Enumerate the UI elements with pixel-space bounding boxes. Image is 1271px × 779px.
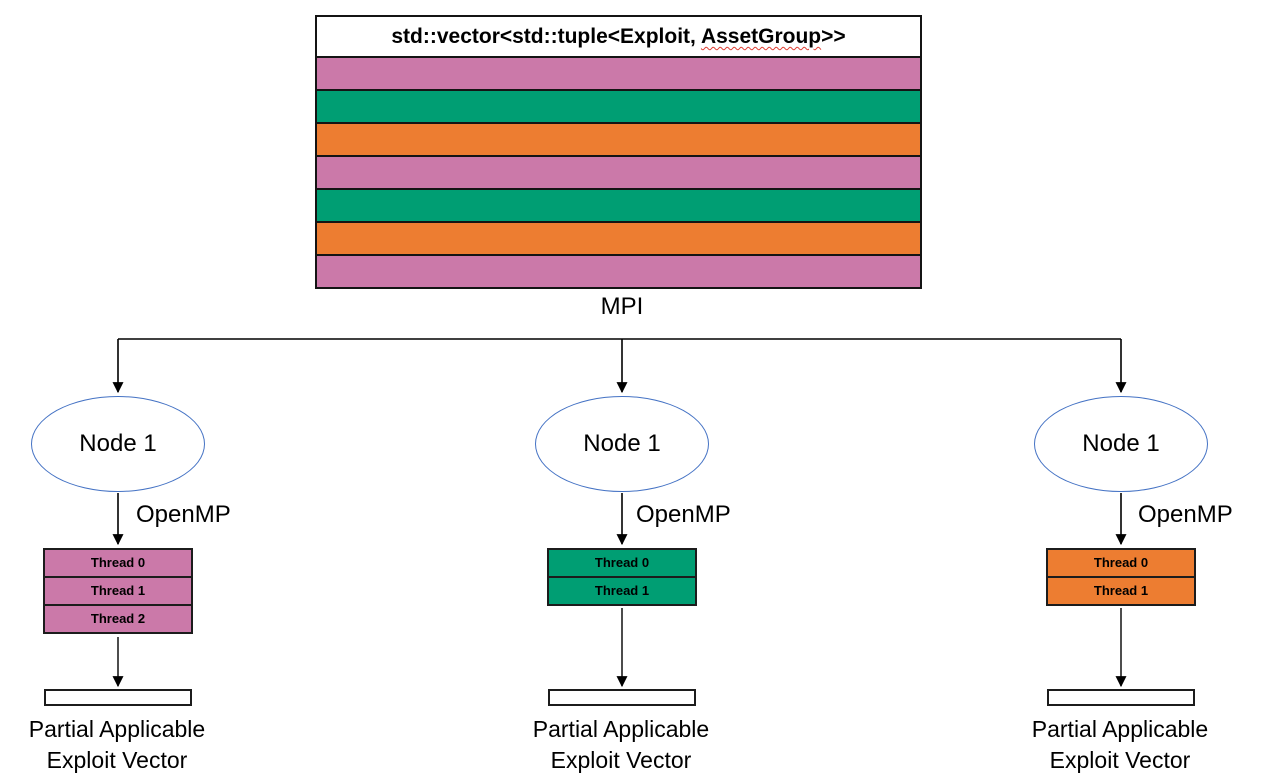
exploit-vector-box: std::vector<std::tuple<Exploit, AssetGro… <box>315 15 922 289</box>
node-label: Node 1 <box>583 430 661 457</box>
vector-row <box>317 124 920 157</box>
vector-row <box>317 256 920 287</box>
output-label-3: Partial Applicable Exploit Vector <box>1000 714 1240 776</box>
openmp-label-1: OpenMP <box>136 501 231 528</box>
vector-row <box>317 58 920 91</box>
vector-row <box>317 190 920 223</box>
output-label-line1: Partial Applicable <box>28 716 206 742</box>
partial-vector-rect-3 <box>1047 689 1195 706</box>
vector-title-prefix: std::vector<std::tuple<Exploit, <box>391 25 701 48</box>
node-ellipse-2: Node 1 <box>535 396 709 492</box>
output-label-1: Partial Applicable Exploit Vector <box>0 714 237 776</box>
vector-title-spellchecked-word: AssetGroup <box>700 25 822 48</box>
partial-vector-rect-1 <box>44 689 192 706</box>
thread-row: Thread 1 <box>594 583 650 598</box>
thread-box-1: Thread 0 Thread 1 Thread 2 <box>43 548 193 634</box>
vector-row <box>317 91 920 124</box>
vector-row <box>317 157 920 190</box>
thread-box-2: Thread 0 Thread 1 <box>547 548 697 606</box>
thread-row: Thread 1 <box>1093 583 1149 598</box>
thread-row: Thread 0 <box>45 550 191 578</box>
vector-title-suffix: >> <box>821 25 846 48</box>
vector-row <box>317 223 920 256</box>
node-label: Node 1 <box>1082 430 1160 457</box>
output-label-line2: Exploit Vector <box>550 747 692 773</box>
thread-row: Thread 2 <box>90 611 146 626</box>
mpi-label: MPI <box>600 293 644 320</box>
openmp-label-2: OpenMP <box>636 501 731 528</box>
node-ellipse-1: Node 1 <box>31 396 205 492</box>
partial-vector-rect-2 <box>548 689 696 706</box>
output-label-line2: Exploit Vector <box>46 747 188 773</box>
output-label-line2: Exploit Vector <box>1049 747 1191 773</box>
vector-box-title: std::vector<std::tuple<Exploit, AssetGro… <box>317 17 920 58</box>
output-label-line1: Partial Applicable <box>1031 716 1209 742</box>
thread-row: Thread 1 <box>45 578 191 606</box>
node-ellipse-3: Node 1 <box>1034 396 1208 492</box>
node-label: Node 1 <box>79 430 157 457</box>
openmp-label-3: OpenMP <box>1138 501 1233 528</box>
thread-row: Thread 0 <box>1048 550 1194 578</box>
output-label-line1: Partial Applicable <box>532 716 710 742</box>
output-label-2: Partial Applicable Exploit Vector <box>501 714 741 776</box>
thread-row: Thread 0 <box>549 550 695 578</box>
thread-box-3: Thread 0 Thread 1 <box>1046 548 1196 606</box>
